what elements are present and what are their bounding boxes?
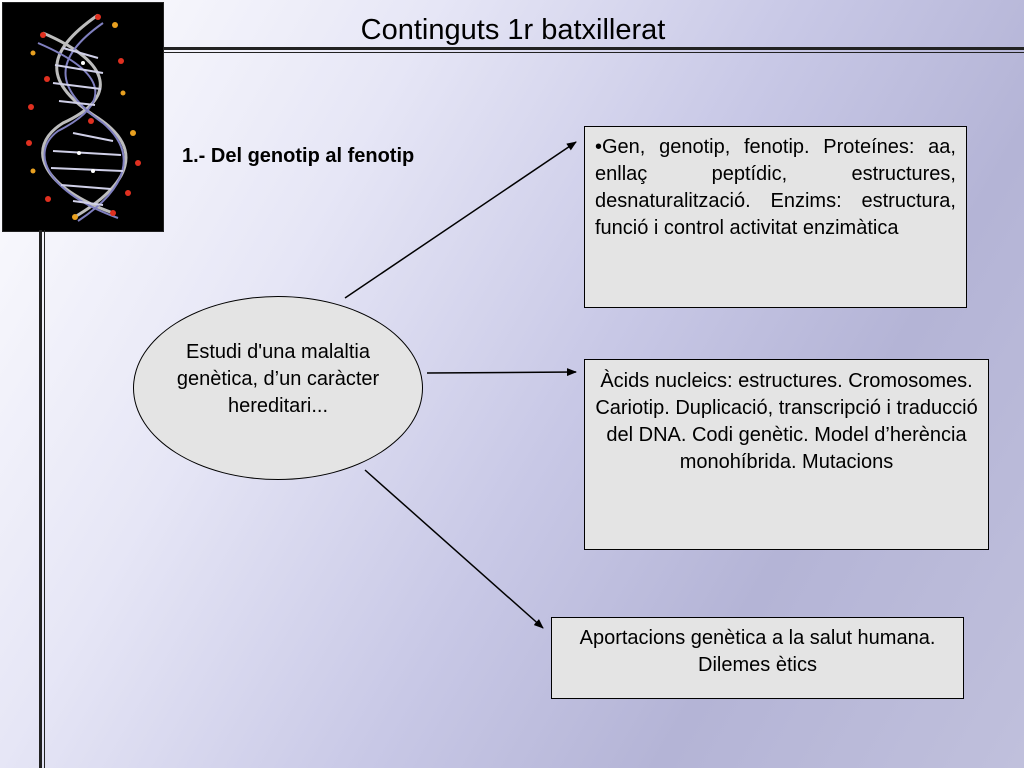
section-title: 1.- Del genotip al fenotip — [182, 145, 415, 167]
central-topic-text: Estudi d'una malaltia genètica, d’un car… — [176, 340, 380, 417]
side-rule-thin — [44, 230, 45, 768]
content-box-proteins: •Gen, genotip, fenotip. Proteínes: aa, e… — [584, 126, 967, 308]
arrow-to-box-2 — [426, 368, 577, 377]
title-rule-thick — [163, 47, 1024, 50]
dna-molecule-image — [2, 2, 164, 232]
arrow-to-box-3 — [364, 469, 544, 629]
dna-helix-icon — [3, 3, 163, 231]
content-box-nucleic-acids: Àcids nucleics: estructures. Cromosomes.… — [584, 359, 989, 550]
side-rule-thick — [39, 230, 42, 768]
arrow-to-box-1 — [344, 141, 577, 299]
title-rule-thin — [163, 52, 1024, 53]
slide-title: Continguts 1r batxillerat — [360, 14, 666, 46]
central-topic-ellipse: Estudi d'una malaltia genètica, d’un car… — [133, 296, 423, 480]
content-box-health-ethics: Aportacions genètica a la salut humana. … — [551, 617, 964, 699]
